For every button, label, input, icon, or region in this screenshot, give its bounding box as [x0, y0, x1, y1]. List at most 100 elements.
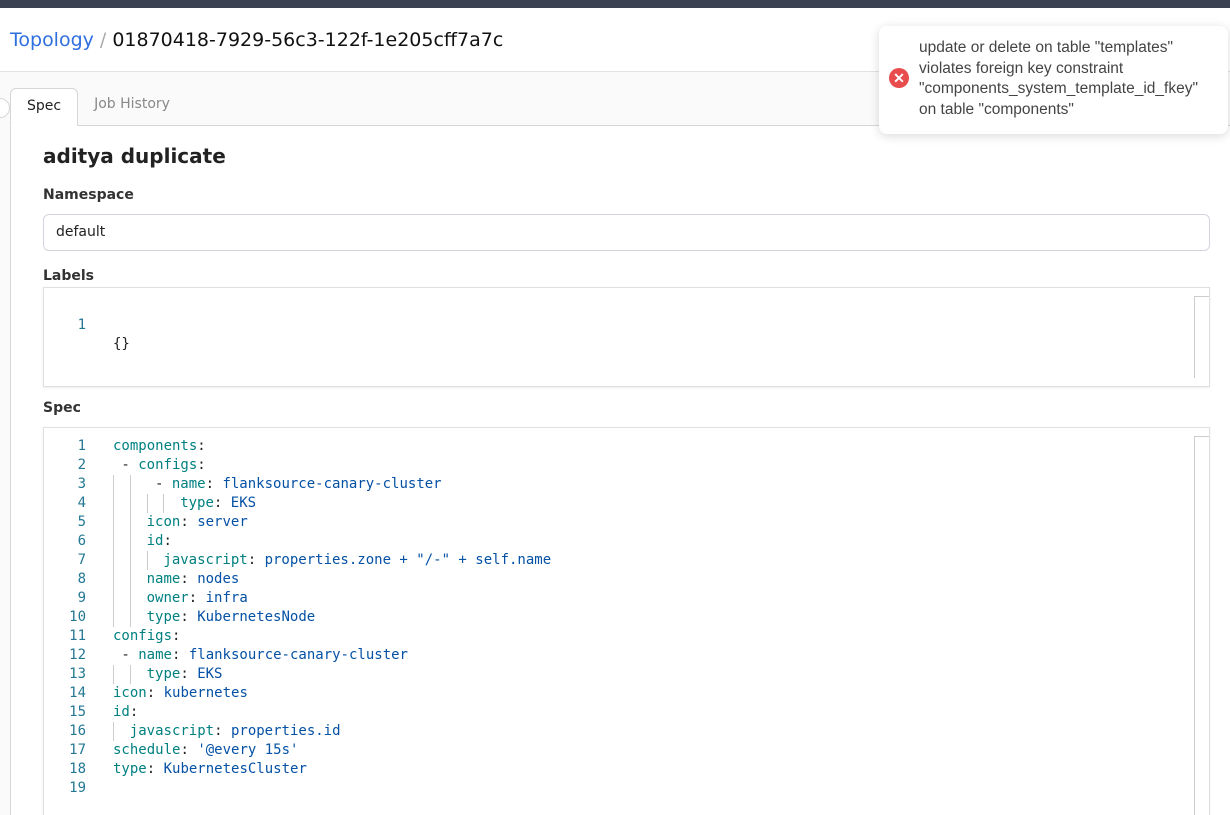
line-number: 11 — [69, 628, 86, 644]
indent-guide — [129, 551, 131, 570]
line-number: 9 — [77, 590, 86, 606]
namespace-label: Namespace — [43, 187, 134, 203]
code-text: javascript: properties.zone + "/-" + sel… — [163, 552, 552, 568]
line-number: 14 — [69, 685, 86, 701]
code-line: 9 owner: infra — [44, 589, 1209, 608]
indent-guide — [129, 570, 131, 589]
code-line: 3 - name: flanksource-canary-cluster — [44, 475, 1209, 494]
breadcrumb-separator: / — [99, 28, 107, 51]
indent-guide — [113, 494, 114, 513]
spec-panel: aditya duplicate Namespace default Label… — [10, 126, 1230, 815]
indent-guide — [129, 494, 131, 513]
code-line: 19 — [44, 779, 1209, 798]
indent-guide — [129, 589, 131, 608]
indent-guide — [129, 513, 131, 532]
code-text: components: — [113, 438, 206, 454]
code-line: 10 type: KubernetesNode — [44, 608, 1209, 627]
indent-guide — [113, 608, 114, 627]
tab-job-history[interactable]: Job History — [94, 96, 170, 112]
code-text: name: nodes — [146, 571, 240, 587]
line-number: 12 — [69, 647, 86, 663]
code-line: 4 type: EKS — [44, 494, 1209, 513]
code-text: owner: infra — [146, 590, 248, 606]
code-line: 14 icon: kubernetes — [44, 684, 1209, 703]
code-line: 6 id: — [44, 532, 1209, 551]
code-text: configs: — [113, 628, 181, 644]
labels-editor[interactable]: 1 {} — [43, 287, 1210, 387]
tab-bar: Spec Job History — [10, 88, 1230, 126]
indent-guide — [129, 608, 131, 627]
code-text: - name: flanksource-canary-cluster — [155, 476, 442, 492]
code-text: id: — [113, 704, 139, 720]
indent-guide — [163, 494, 165, 513]
code-line: 13 type: EKS — [44, 665, 1209, 684]
line-number: 17 — [69, 742, 86, 758]
indent-guide — [113, 589, 114, 608]
indent-guide — [113, 475, 114, 494]
code-line: 11 configs: — [44, 627, 1209, 646]
indent-guide — [113, 665, 114, 684]
code-text: id: — [146, 533, 172, 549]
indent-guide — [129, 665, 131, 684]
line-number: 6 — [77, 533, 86, 549]
spec-editor[interactable]: 1 components: 2 - configs: 3 - name: flanksou… — [43, 427, 1210, 815]
code-line: 8 name: nodes — [44, 570, 1209, 589]
top-bar — [0, 0, 1230, 8]
code-text: - configs: — [121, 457, 206, 473]
indent-guide — [113, 722, 114, 741]
tab-spec[interactable]: Spec — [10, 88, 79, 126]
code-text: type: EKS — [146, 666, 223, 682]
line-number: 15 — [69, 704, 86, 720]
indent-guide — [113, 532, 114, 551]
breadcrumb-topology-link[interactable]: Topology — [10, 28, 94, 51]
error-x-icon: ✕ — [889, 68, 909, 88]
error-toast: ✕ update or delete on table "templates" … — [879, 26, 1228, 134]
line-number: 4 — [77, 495, 86, 511]
indent-guide — [113, 570, 114, 589]
code-line: 7 javascript: properties.zone + "/-" + se… — [44, 551, 1209, 570]
line-number: 18 — [69, 761, 86, 777]
indent-guide — [146, 494, 148, 513]
code-line: 2 - configs: — [44, 456, 1209, 475]
indent-guide — [129, 475, 131, 494]
code-line: 5 icon: server — [44, 513, 1209, 532]
line-number: 2 — [77, 457, 86, 473]
code-line: 1 {} — [44, 297, 1209, 352]
indent-guide — [113, 551, 114, 570]
line-number: 1 — [77, 438, 86, 454]
code-text: icon: kubernetes — [113, 685, 248, 701]
line-number: 1 — [77, 317, 86, 333]
line-number: 8 — [77, 571, 86, 587]
sidebar-toggle[interactable] — [0, 98, 10, 118]
line-number: 7 — [77, 552, 86, 568]
indent-guide — [113, 513, 114, 532]
code-text: type: KubernetesNode — [146, 609, 316, 625]
code-text: schedule: '@every 15s' — [113, 742, 299, 758]
code-text: type: EKS — [180, 495, 257, 511]
code-line: 15 id: — [44, 703, 1209, 722]
spec-label: Spec — [43, 400, 81, 416]
labels-editor-scrollbar[interactable] — [1194, 296, 1209, 378]
line-number: 10 — [69, 609, 86, 625]
code-text: icon: server — [146, 514, 248, 530]
indent-guide — [129, 532, 131, 551]
code-line: 18 type: KubernetesCluster — [44, 760, 1209, 779]
code-text: {} — [113, 336, 130, 352]
code-line: 1 components: — [44, 437, 1209, 456]
line-number: 19 — [69, 780, 86, 796]
indent-guide — [146, 551, 148, 570]
code-text: javascript: properties.id — [129, 723, 341, 739]
labels-label: Labels — [43, 268, 95, 284]
code-text: type: KubernetesCluster — [113, 761, 307, 777]
line-number: 13 — [69, 666, 86, 682]
spec-editor-scrollbar[interactable] — [1194, 436, 1209, 815]
line-number: 5 — [77, 514, 86, 530]
breadcrumb-topology-id: 01870418-7929-56c3-122f-1e205cff7a7c — [112, 28, 504, 51]
namespace-input[interactable]: default — [43, 214, 1210, 251]
code-line: 17 schedule: '@every 15s' — [44, 741, 1209, 760]
line-number: 3 — [77, 476, 86, 492]
code-line: 12- name: flanksource-canary-cluster — [44, 646, 1209, 665]
topology-title: aditya duplicate — [43, 144, 226, 168]
error-toast-message: update or delete on table "templates" vi… — [919, 39, 1198, 118]
